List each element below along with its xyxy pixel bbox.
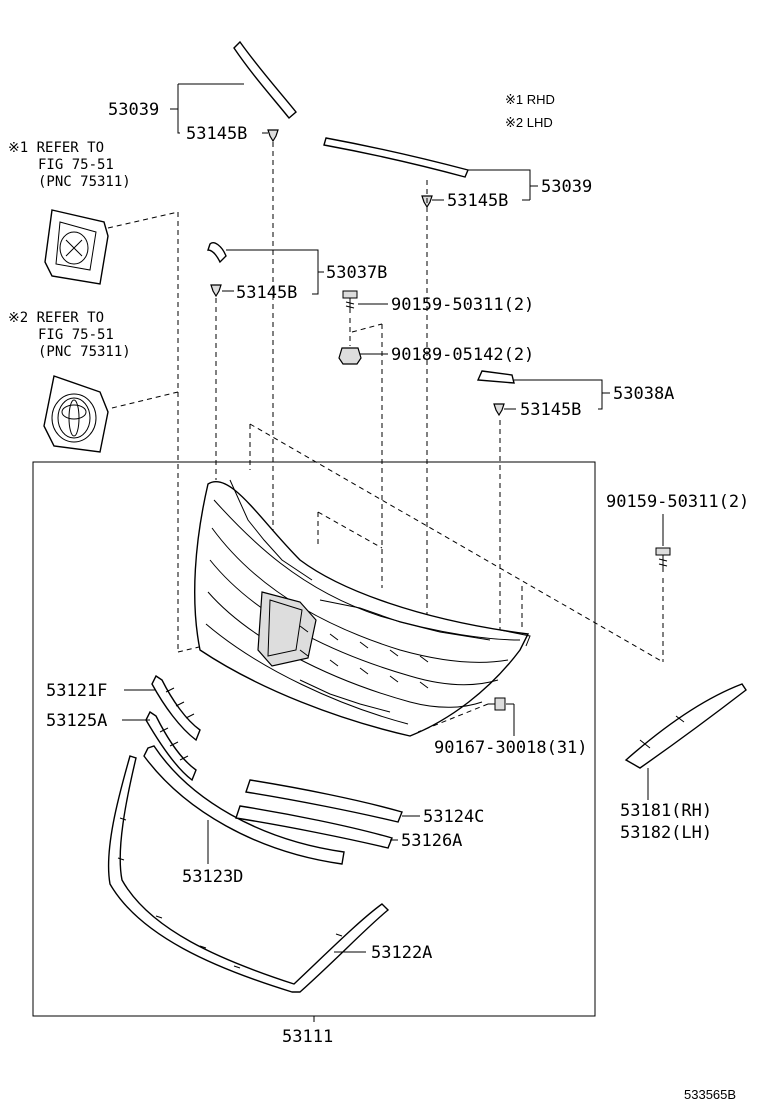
screw-90159-top	[342, 290, 358, 313]
label-53145B-b: 53145B	[447, 191, 508, 211]
label-rhd-note: ※1 RHD	[505, 92, 555, 107]
molding-53122A	[107, 755, 390, 993]
label-ref2-line3: (PNC 75311)	[38, 344, 131, 360]
figure-id: 533565B	[684, 1087, 736, 1102]
label-53181: 53181(RH)	[620, 801, 712, 821]
label-53122A: 53122A	[371, 943, 432, 963]
label-90189: 90189-05142(2)	[391, 345, 534, 365]
label-53038A: 53038A	[613, 384, 674, 404]
clip-90189	[338, 347, 362, 365]
label-53123D: 53123D	[182, 867, 243, 887]
molding-53181-53182	[624, 683, 747, 769]
label-53037B: 53037B	[326, 263, 387, 283]
label-90159-right: 90159-50311(2)	[606, 492, 749, 512]
label-90167: 90167-30018(31)	[434, 738, 588, 758]
clip-53145B-a	[267, 129, 279, 143]
label-53039-top: 53039	[108, 100, 159, 120]
label-53111: 53111	[282, 1027, 333, 1047]
label-53126A: 53126A	[401, 831, 462, 851]
label-ref2-line2: FIG 75-51	[38, 327, 114, 343]
molding-53126A	[235, 805, 393, 849]
label-ref1-line3: (PNC 75311)	[38, 174, 131, 190]
molding-53037B	[207, 242, 227, 264]
label-53182: 53182(LH)	[620, 823, 712, 843]
label-ref1-line1: ※1 REFER TO	[8, 140, 104, 156]
molding-53121F	[151, 674, 201, 742]
label-53124C: 53124C	[423, 807, 484, 827]
radiator-grille	[194, 479, 531, 737]
molding-53124C	[245, 779, 403, 823]
label-lhd-note: ※2 LHD	[505, 115, 553, 130]
label-ref1-line2: FIG 75-51	[38, 157, 114, 173]
label-90159-top: 90159-50311(2)	[391, 295, 534, 315]
bolt-90167	[488, 697, 506, 711]
emblem-rhd	[44, 209, 109, 285]
molding-53038A	[476, 370, 515, 384]
label-53145B-c: 53145B	[236, 283, 297, 303]
clip-53145B-c	[210, 284, 222, 298]
leader-lines	[122, 83, 664, 1022]
label-53145B-a: 53145B	[186, 124, 247, 144]
label-53121F: 53121F	[46, 681, 107, 701]
molding-53123D	[143, 745, 345, 865]
emblem-lhd	[43, 375, 109, 453]
screw-90159-right	[655, 547, 671, 572]
clip-53145B-d	[493, 403, 505, 417]
molding-53039-right	[323, 137, 469, 178]
label-53039-right: 53039	[541, 177, 592, 197]
label-53125A: 53125A	[46, 711, 107, 731]
label-ref2-line1: ※2 REFER TO	[8, 310, 104, 326]
label-53145B-d: 53145B	[520, 400, 581, 420]
molding-53039-left	[233, 40, 297, 120]
